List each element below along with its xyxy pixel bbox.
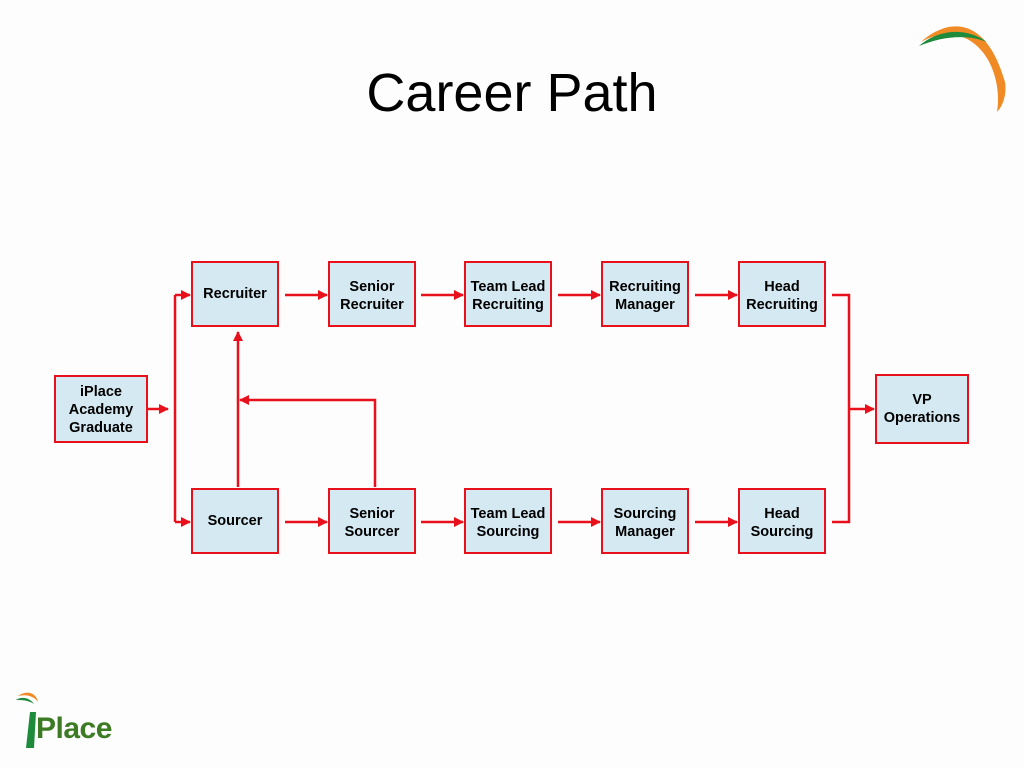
node-sourcer: Sourcer	[191, 488, 279, 554]
node-head-recruiting: Head Recruiting	[738, 261, 826, 327]
node-team-lead-recruiting: Team Lead Recruiting	[464, 261, 552, 327]
slide-title: Career Path	[366, 63, 658, 123]
node-vp-operations: VP Operations	[875, 374, 969, 444]
node-iplace-academy-graduate: iPlace Academy Graduate	[54, 375, 148, 443]
node-senior-recruiter: Senior Recruiter	[328, 261, 416, 327]
node-head-sourcing: Head Sourcing	[738, 488, 826, 554]
iplace-logo-text: Place	[36, 712, 112, 745]
node-recruiter: Recruiter	[191, 261, 279, 327]
swoosh-logo-icon	[919, 26, 1006, 113]
node-recruiting-manager: Recruiting Manager	[601, 261, 689, 327]
node-senior-sourcer: Senior Sourcer	[328, 488, 416, 554]
node-team-lead-sourcing: Team Lead Sourcing	[464, 488, 552, 554]
iplace-logo-icon	[16, 692, 38, 748]
node-sourcing-manager: Sourcing Manager	[601, 488, 689, 554]
